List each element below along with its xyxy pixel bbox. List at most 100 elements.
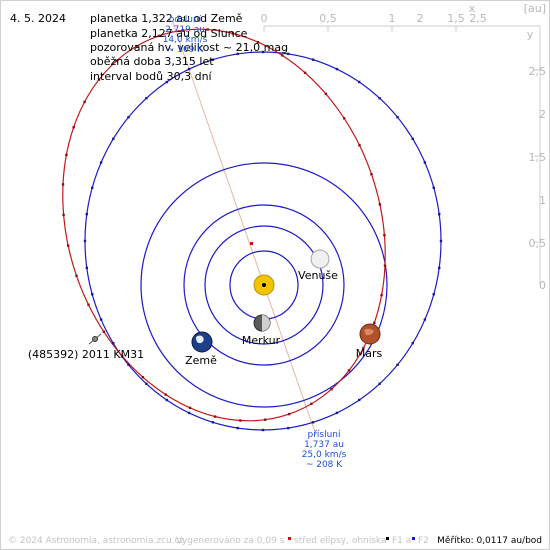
aphelion-label: odsluní 2,719 au 14,0 km/s ~ 169 K — [163, 15, 208, 55]
outer-orbit-point — [112, 342, 115, 345]
date: 4. 5. 2024 — [10, 12, 66, 25]
info-interval: interval bodů 30,3 dní — [90, 70, 213, 83]
sun-focus-marker — [262, 283, 266, 287]
y-axis-name: y — [527, 28, 534, 41]
asteroid-orbit-point — [324, 92, 328, 96]
outer-orbit-point — [127, 363, 130, 366]
perihelion-temperature: ~ 208 K — [306, 460, 343, 470]
outer-orbit-point — [211, 421, 215, 424]
outer-orbit-point — [91, 186, 94, 189]
mars-orbit — [140, 162, 388, 408]
legend-center-marker — [288, 537, 291, 540]
outer-orbit-point — [261, 428, 265, 432]
asteroid-orbit-point — [61, 183, 65, 186]
outer-orbit-point — [236, 426, 239, 430]
venus-orbit — [204, 225, 324, 345]
outer-orbit-point — [91, 293, 94, 296]
outer-orbit-point — [358, 80, 361, 84]
outer-orbit-point — [127, 116, 130, 119]
x-axis-name: x — [469, 2, 476, 15]
asteroid-orbit-point — [287, 412, 291, 416]
outer-orbit-points — [83, 50, 443, 432]
outer-orbit-point — [432, 186, 435, 189]
info-sun-distance: planetka 2,127 au od Slunce — [90, 27, 248, 40]
footer-scale: Měřítko: 0,0117 au/bod — [437, 536, 542, 546]
aphelion-distance: 2,719 au — [165, 25, 205, 35]
asteroid-marker — [88, 333, 102, 345]
y-tick-2: 1,5 — [529, 151, 547, 164]
x-tick-1: 0,5 — [319, 12, 337, 25]
outer-orbit-point — [112, 137, 115, 140]
outer-orbit-point — [311, 58, 315, 61]
asteroid-orbit-point — [231, 32, 235, 35]
asteroid-orbit-point — [65, 153, 68, 157]
asteroid-orbit-point — [347, 369, 351, 372]
outer-orbit-point — [335, 67, 339, 71]
asteroid-orbit-point — [157, 34, 161, 38]
asteroid-orbit-point — [75, 274, 78, 277]
y-tick-5: 0 — [539, 279, 546, 292]
outer-orbit-point — [396, 116, 399, 119]
outer-orbit-point — [335, 411, 339, 415]
perihelion-distance: 1,737 au — [304, 440, 344, 450]
asteroid-orbit-point — [310, 402, 313, 405]
aphelion-speed: 14,0 km/s — [163, 35, 208, 45]
asteroid-orbit-point — [164, 393, 167, 396]
aphelion-temperature: ~ 169 K — [167, 45, 204, 55]
asteroid-orbit-point — [358, 144, 361, 147]
outer-orbit-point — [187, 67, 191, 71]
mercury-label: Merkur — [242, 334, 281, 347]
ellipse-center-marker — [250, 242, 253, 245]
outer-orbit-point — [85, 266, 88, 270]
outer-orbit-point — [145, 382, 148, 385]
axis-unit: [au] — [524, 2, 546, 15]
footer-legend-f2: F2 — [418, 536, 429, 546]
asteroid-orbit-point — [66, 244, 70, 247]
mars-label: Mars — [356, 347, 383, 360]
asteroid-orbit-point — [115, 59, 118, 62]
earth-orbit — [183, 204, 345, 366]
earth-label: Země — [185, 354, 217, 367]
info-earth-distance: planetka 1,322 au od Země — [90, 12, 243, 25]
axis-x — [263, 25, 540, 32]
outer-orbit-point — [211, 58, 215, 61]
asteroid-orbit-point — [206, 28, 209, 31]
asteroid-orbit-point — [281, 54, 284, 57]
outer-orbit-point — [432, 293, 435, 296]
perihelion-label: přísluní 1,737 au 25,0 km/s ~ 208 K — [302, 430, 347, 470]
asteroid-orbit-point — [72, 126, 75, 129]
info-magnitude: pozorovaná hv. velikost ~ 21,0 mag — [90, 41, 288, 54]
outer-orbit-point — [99, 161, 103, 164]
asteroid-orbit-point — [213, 415, 217, 418]
outer-orbit-point — [378, 97, 381, 100]
asteroid-orbit-point — [343, 117, 346, 120]
outer-orbit-point — [165, 398, 168, 402]
asteroid-orbit-point — [120, 354, 124, 358]
asteroid-orbit-point — [135, 45, 138, 48]
x-tick-4: 2 — [417, 12, 424, 25]
y-tick-4: 0,5 — [529, 237, 547, 250]
asteroid-orbit-point — [87, 303, 90, 306]
outer-orbit-point — [145, 97, 148, 100]
venus — [310, 249, 330, 269]
asteroid-orbit-point — [370, 173, 373, 176]
legend-f2-marker — [412, 537, 415, 540]
asteroid-orbit-point — [330, 388, 333, 391]
outer-orbit-point — [358, 398, 361, 402]
outer-orbit-point — [423, 161, 427, 164]
outer-orbit-point — [439, 239, 443, 243]
outer-orbit-point — [311, 421, 315, 424]
asteroid-orbit-point — [264, 418, 267, 421]
outer-orbit-point — [85, 212, 88, 216]
x-tick-5: 2,5 — [469, 12, 487, 25]
asteroid-orbit-point — [256, 41, 260, 44]
earth-clouds — [196, 335, 204, 344]
outer-orbit-point — [423, 318, 427, 321]
footer-generated: Vygenerováno za 0,09 s — [176, 536, 285, 546]
outer-orbit-point — [83, 239, 87, 243]
asteroid-orbit-point — [141, 376, 145, 379]
asteroid-orbit-point — [383, 264, 387, 267]
outer-orbit-point — [396, 363, 399, 366]
perihelion-title: přísluní — [307, 430, 341, 440]
